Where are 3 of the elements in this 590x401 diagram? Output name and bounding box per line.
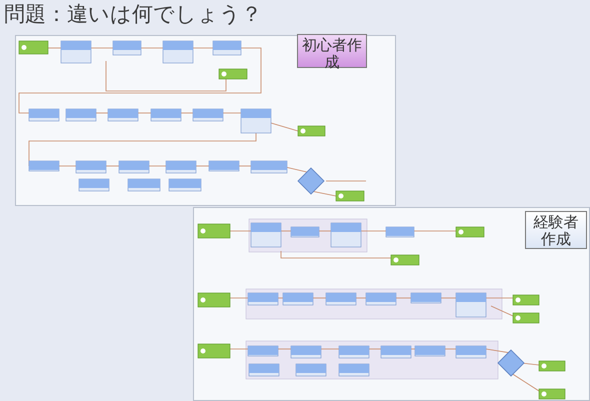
label-box: 初心者作成 — [297, 34, 367, 68]
slide-title: 問題：違いは何でしょう？ — [4, 1, 262, 28]
label-box: 経験者作成 — [525, 211, 587, 249]
